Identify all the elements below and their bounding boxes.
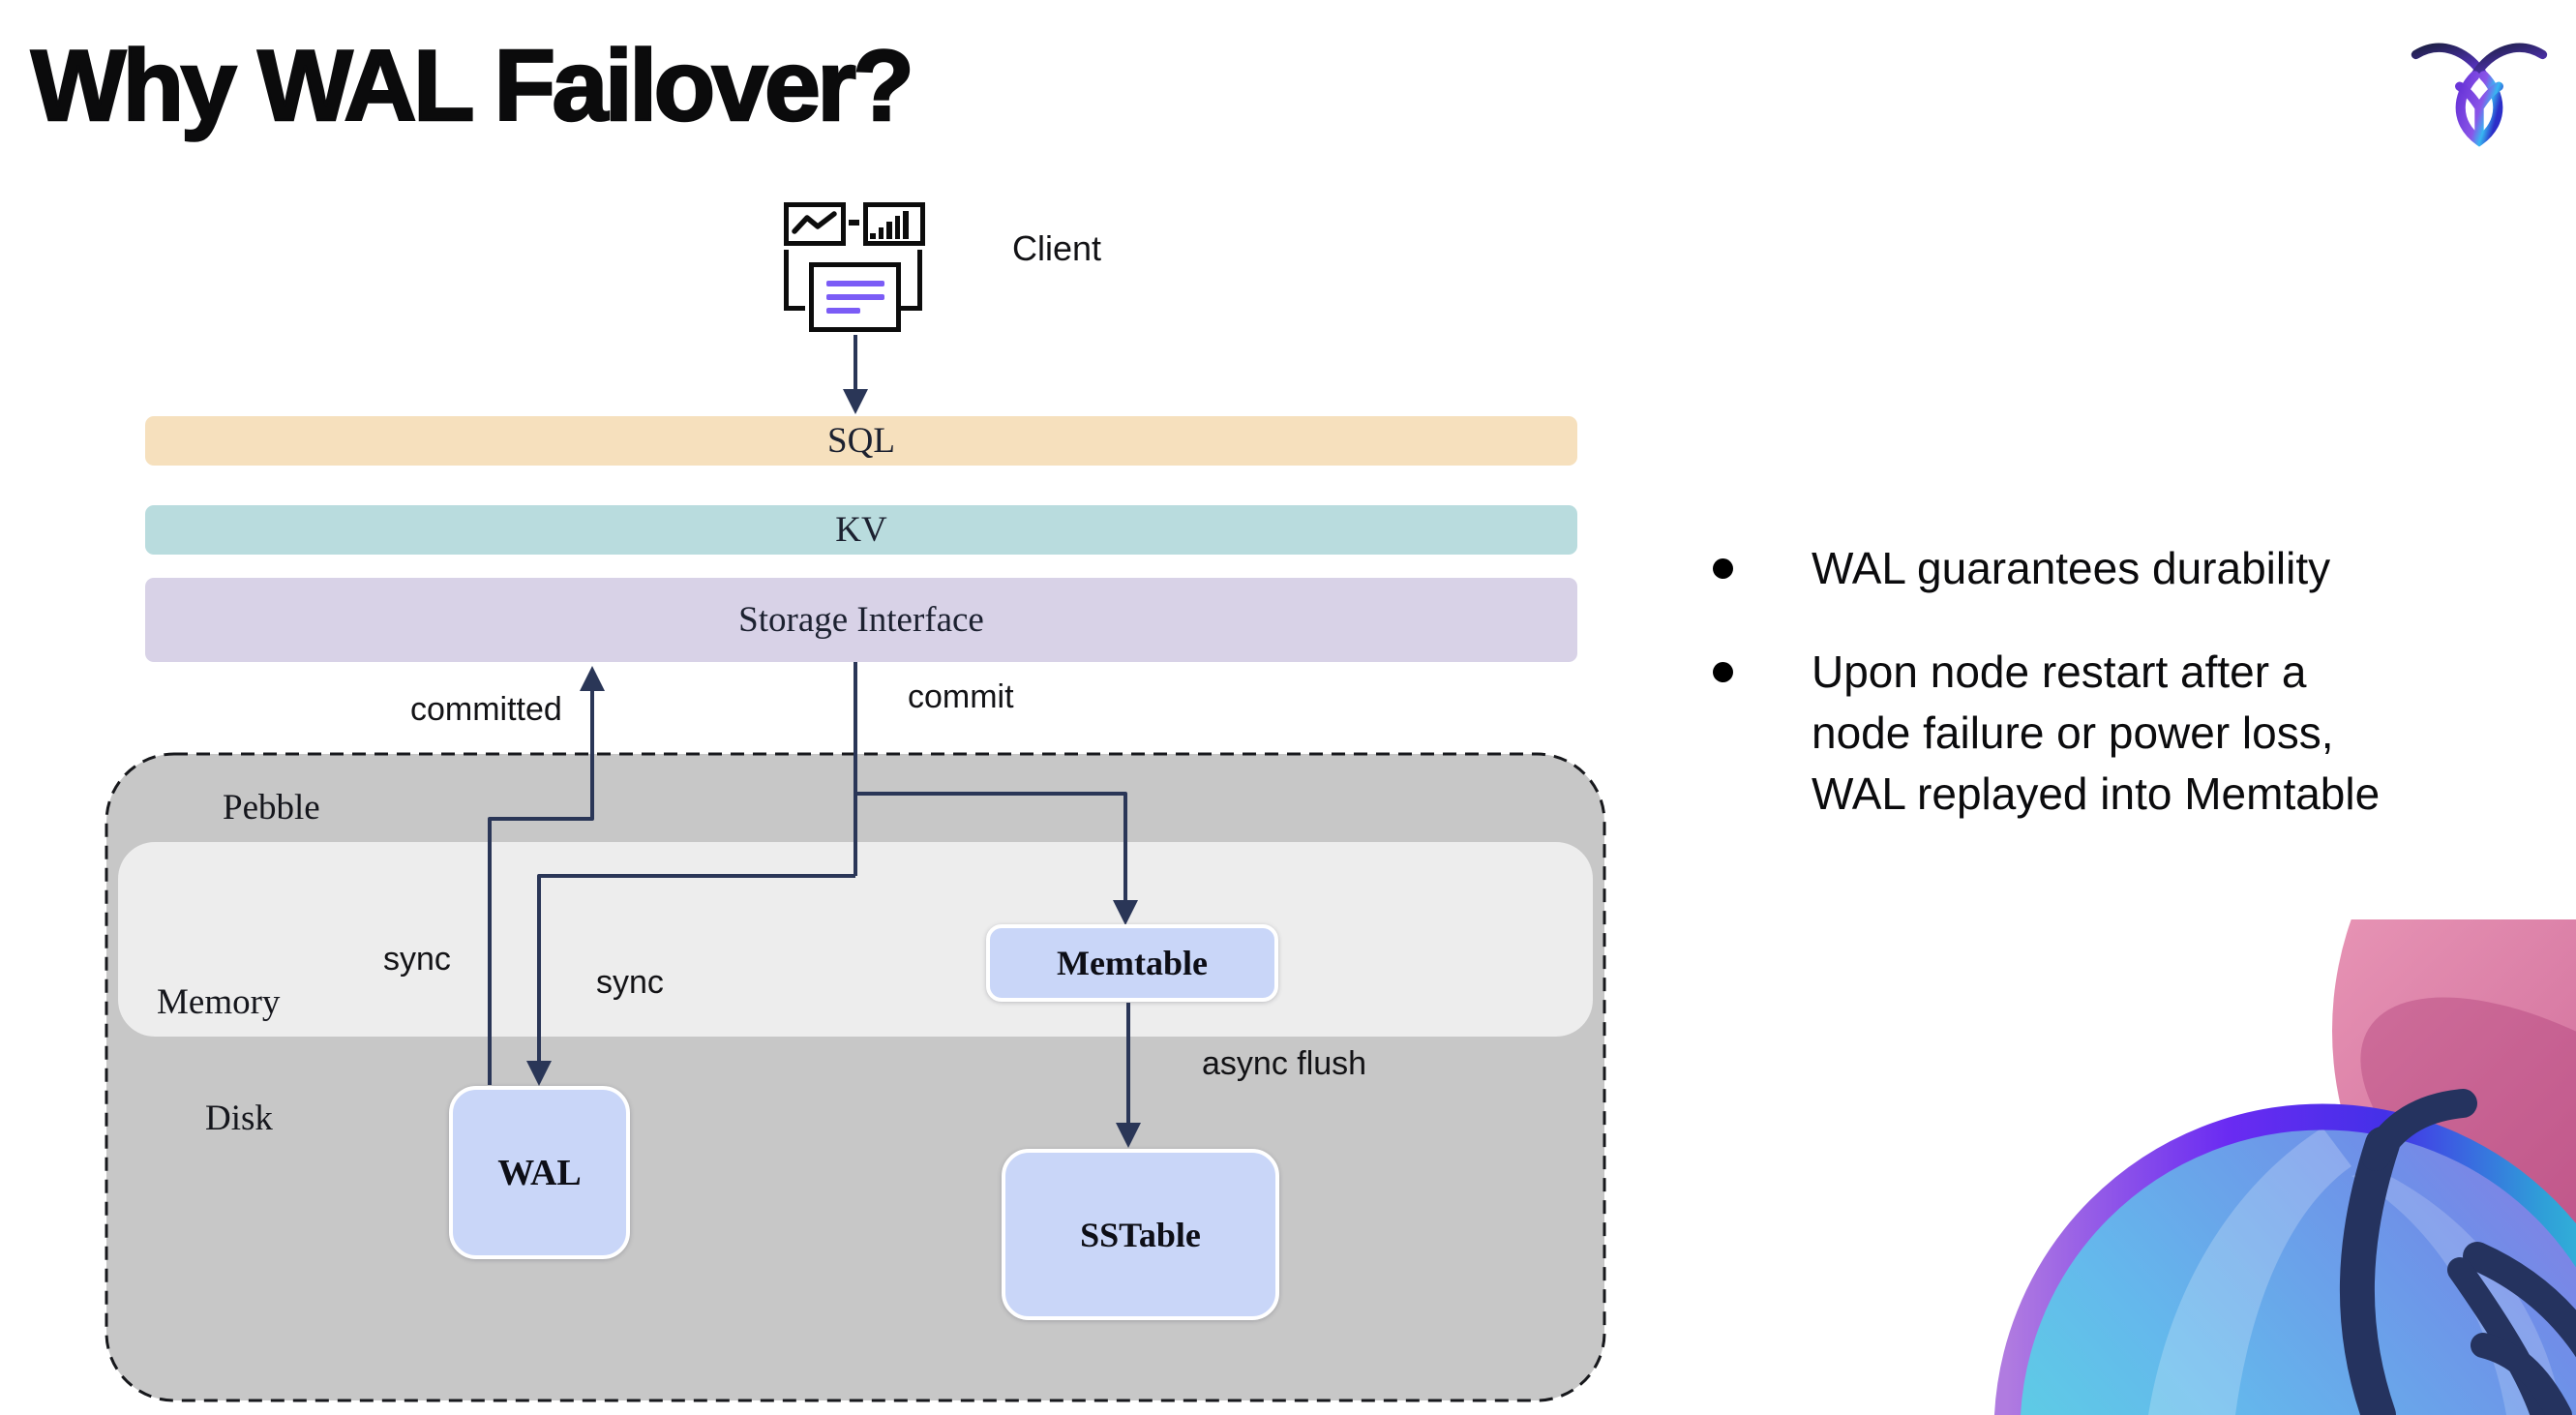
bullet-line: WAL replayed into Memtable: [1812, 768, 2381, 819]
sync-left-label: sync: [383, 941, 451, 978]
layer-kv: KV: [145, 505, 1577, 555]
bullet-line: Upon node restart after a: [1812, 647, 2307, 697]
art-navy-leaf-outer: [2463, 1242, 2576, 1358]
arrowhead-sstable: [1116, 1123, 1141, 1148]
arrowhead-wal: [526, 1061, 552, 1086]
memtable-box: Memtable: [986, 924, 1278, 1002]
client-label: Client: [1012, 228, 1102, 268]
art-blue-petal-left: [2148, 1128, 2351, 1415]
art-purple-ring: [1994, 1103, 2576, 1415]
logo-antenna-right: [2470, 43, 2548, 80]
arrowheads: [526, 389, 1141, 1148]
sync-right-label: sync: [596, 964, 664, 1001]
art-navy-bottom: [2471, 1333, 2572, 1415]
art-navy-stem: [2339, 1127, 2400, 1415]
cockroachdb-logo-icon: [2411, 43, 2548, 147]
arrowhead-memtable: [1113, 900, 1138, 925]
icon-dash: [849, 220, 859, 226]
arrow-committed-path: [488, 689, 594, 1085]
commit-label: commit: [908, 678, 1014, 715]
layer-sql: SQL: [145, 416, 1577, 466]
logo-vein: [2455, 81, 2503, 144]
sstable-label: SSTable: [1080, 1215, 1201, 1254]
art-blue-circle: [2018, 1128, 2576, 1415]
sstable-box: SSTable: [1002, 1149, 1279, 1320]
memtable-label: Memtable: [1057, 944, 1208, 982]
barchart-bars: [870, 211, 918, 239]
memory-label: Memory: [157, 982, 281, 1022]
arrowhead-committed: [580, 666, 605, 691]
arrowhead-sql: [843, 389, 868, 414]
layer-sql-label: SQL: [827, 421, 895, 461]
memory-band: [118, 842, 1593, 1037]
pebble-container: [105, 752, 1606, 1402]
async-flush-label: async flush: [1202, 1045, 1367, 1082]
layer-storage-label: Storage Interface: [738, 600, 984, 640]
client-linechart-icon: [784, 202, 846, 246]
layer-storage-interface: Storage Interface: [145, 578, 1577, 662]
wal-box: WAL: [449, 1086, 630, 1259]
disk-label: Disk: [205, 1099, 273, 1138]
client-bracket-right: [901, 250, 922, 311]
bullet-line: WAL guarantees durability: [1812, 543, 2331, 593]
bullet-item-durability: WAL guarantees durability: [1703, 538, 2576, 599]
bullet-line: node failure or power loss,: [1812, 708, 2334, 758]
committed-label: committed: [410, 691, 562, 728]
bullet-item-replay: Upon node restart after a node failure o…: [1703, 642, 2576, 825]
page-title: Why WAL Failover?: [30, 29, 915, 144]
layer-kv-label: KV: [835, 510, 887, 550]
wal-label: WAL: [497, 1152, 582, 1193]
bullet-marker: [1713, 662, 1733, 682]
art-pink-inner: [2360, 997, 2576, 1316]
arrow-sync-to-wal-path: [537, 874, 855, 1063]
pebble-label: Pebble: [223, 788, 320, 828]
bullet-list: WAL guarantees durability Upon node rest…: [1703, 538, 2576, 867]
client-statement-icon: [809, 262, 901, 332]
arrow-commit-to-memtable-path: [855, 792, 1127, 902]
art-navy-cross: [2361, 1089, 2477, 1171]
brand-corner-art: [1994, 919, 2576, 1415]
bullet-marker: [1713, 558, 1733, 579]
client-bracket-left: [784, 250, 805, 311]
